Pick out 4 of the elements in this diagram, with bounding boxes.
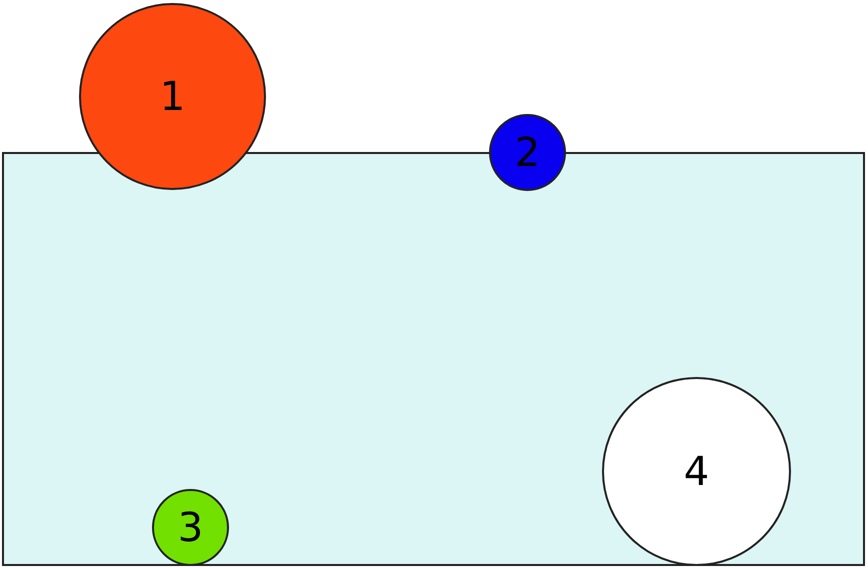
circle-number: 1	[160, 76, 186, 116]
circle-number: 3	[178, 508, 204, 548]
circle-number: 2	[514, 132, 540, 172]
circle-number: 4	[684, 452, 710, 492]
